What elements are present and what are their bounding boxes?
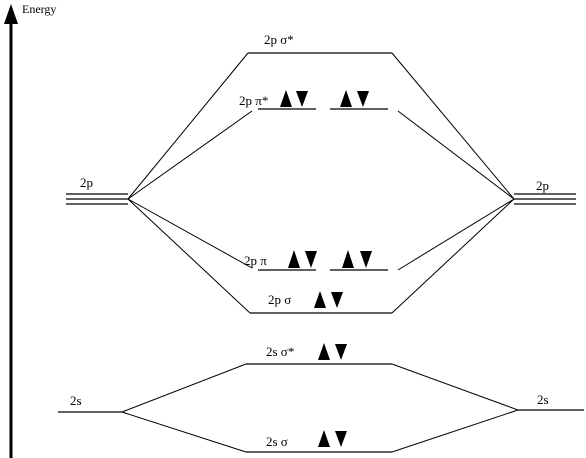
spin-up-arrow xyxy=(342,250,354,268)
energy-axis-arrowhead xyxy=(4,4,18,24)
right-2p-label: 2p xyxy=(536,178,549,193)
left-2s-label: 2s xyxy=(70,393,82,408)
spin-up-arrow xyxy=(288,250,300,268)
left-2p-level xyxy=(66,193,128,205)
right-2p-level xyxy=(514,193,576,205)
mo-2s-sigma-label: 2s σ xyxy=(266,434,288,449)
spin-up-arrow xyxy=(280,90,292,107)
mo-2s-sigma-star-label: 2s σ* xyxy=(266,344,294,359)
spin-down-arrow xyxy=(357,91,369,107)
spin-down-arrow xyxy=(360,251,372,268)
spin-up-arrow xyxy=(318,343,330,360)
energy-axis: Energy xyxy=(4,2,56,458)
atomic-orbitals: 2p 2p 2s 2s xyxy=(58,175,584,413)
mo-2p-pi-label: 2p π xyxy=(244,253,267,268)
spin-down-arrow xyxy=(335,431,347,447)
mo-2s-sigma: 2s σ xyxy=(246,430,392,453)
mo-2s-sigma-star: 2s σ* xyxy=(246,343,392,365)
mo-2p-pi: 2p π xyxy=(244,250,388,271)
spin-up-arrow xyxy=(314,291,326,308)
mo-2p-sigma-label: 2p σ xyxy=(268,292,291,307)
energy-axis-label: Energy xyxy=(22,2,56,16)
mo-2p-sigma-star-label: 2p σ* xyxy=(264,32,294,47)
mo-2p-sigma: 2p σ xyxy=(250,291,392,314)
spin-up-arrow xyxy=(318,430,330,447)
mo-2p-pi-star-label: 2p π* xyxy=(239,93,268,108)
spin-down-arrow xyxy=(335,344,347,360)
spin-down-arrow xyxy=(331,292,343,308)
mo-2p-sigma-star: 2p σ* xyxy=(248,32,392,54)
spin-up-arrow xyxy=(340,90,352,107)
spin-down-arrow xyxy=(296,91,308,107)
mo-2p-pi-star: 2p π* xyxy=(239,90,388,110)
right-2s-label: 2s xyxy=(537,392,549,407)
correlation-lines xyxy=(121,52,519,453)
spin-down-arrow xyxy=(305,251,317,268)
left-2p-label: 2p xyxy=(80,175,93,190)
